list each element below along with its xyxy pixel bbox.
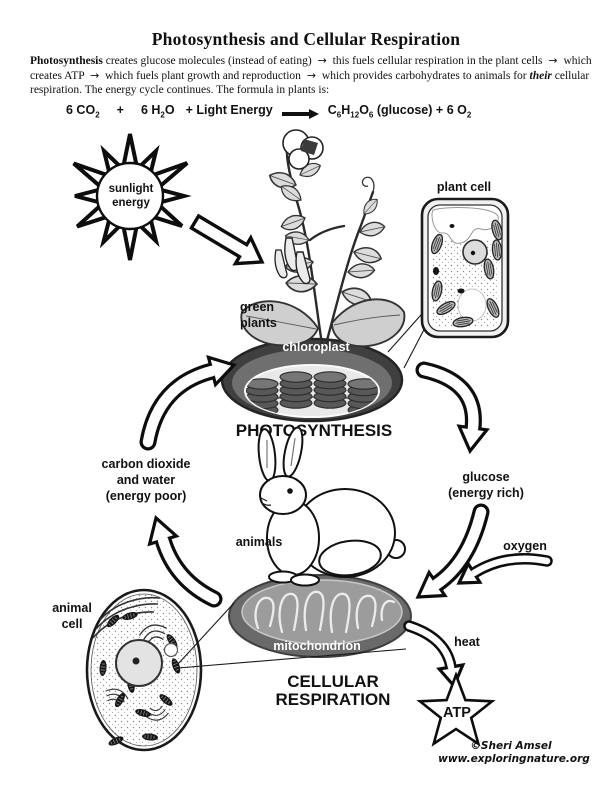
animal-cell-label-line1: animal — [52, 601, 92, 615]
glucose-word: (glucose) — [376, 103, 433, 117]
rabbit-hind-leg — [318, 539, 382, 577]
chemical-equation: 6 CO2 +6 H2O + Light Energy C6H12O6 (glucos… — [66, 103, 471, 120]
rabbit-eye — [287, 488, 293, 494]
light-energy-term: + Light Energy — [185, 103, 273, 117]
rabbit-illustration — [257, 426, 406, 587]
chloroplast-label: chloroplast — [282, 340, 350, 354]
sun-center — [95, 161, 165, 231]
cellular-respiration-label-line2: RESPIRATION — [276, 690, 391, 709]
flow-arrow: → — [317, 54, 327, 67]
animal-cell-illustration: animal cell — [52, 588, 203, 752]
carbon-dioxide-label-line2: and water — [117, 473, 175, 487]
reaction-arrow-icon — [281, 109, 319, 120]
animal-cell-label-line2: cell — [62, 617, 83, 631]
flow-arrow: → — [306, 68, 317, 82]
heat-arrow — [403, 620, 466, 689]
rabbit-head — [259, 475, 307, 515]
green-plant-illustration — [240, 129, 406, 348]
green-plants-label-line1: green — [240, 300, 274, 314]
author-credit: ©Sheri Amsel — [470, 740, 552, 752]
green-plants-label-line2: plants — [240, 316, 277, 330]
mitochondrion-label: mitochondrion — [273, 639, 361, 653]
cellular-respiration-label-line1: CELLULAR — [287, 672, 379, 691]
plant-cell-nucleus — [462, 239, 488, 265]
star-shape — [416, 671, 496, 747]
plant-cell-illustration: plant cell — [420, 180, 510, 339]
glucose-label-line2: (energy rich) — [448, 486, 524, 500]
plant-flower — [282, 129, 324, 170]
photosynthesis-label: PHOTOSYNTHESIS — [236, 421, 393, 440]
intro-seg1: creates glucose molecules (instead of ea… — [102, 55, 315, 67]
cycle-arrow-respiration-to-co2 — [147, 515, 223, 608]
page-title: Photosynthesis and Cellular Respiration — [151, 29, 461, 49]
chloroplast-illustration — [220, 337, 404, 423]
co2-term: 6 CO2 — [66, 103, 100, 120]
mitochondrion-illustration: mitochondrion — [228, 574, 412, 658]
sunlight-label-line2: energy — [112, 197, 150, 209]
intro-seg6: cellular respiration. The energy cycle c… — [30, 69, 590, 96]
rabbit-front-paw — [290, 573, 320, 587]
animals-label: animals — [236, 535, 283, 549]
intro-bold-lead: Photosynthesis — [30, 55, 103, 67]
animalcell-mitochondrion-callout-line-2 — [177, 648, 407, 669]
glucose-term: C6H12O6 — [327, 103, 374, 120]
animal-cell-nucleus — [115, 639, 163, 687]
intro-seg3: which creates ATP — [30, 55, 592, 82]
sunlight-label-line1: sunlight — [109, 183, 154, 195]
atp-star: ATP — [416, 671, 496, 747]
intro-paragraph: Photosynthesis creates glucose molecules… — [30, 54, 592, 97]
heat-label: heat — [454, 635, 481, 649]
atp-label: ATP — [443, 705, 471, 721]
website-credit: www.exploringnature.org — [438, 753, 590, 765]
plant-cell-label: plant cell — [437, 180, 491, 194]
cristae — [254, 590, 396, 634]
pea-pods — [274, 237, 311, 285]
carbon-dioxide-label-line3: (energy poor) — [106, 489, 187, 503]
cycle-arrow-glucose-to-respiration — [415, 503, 490, 599]
plus-sign: + — [116, 103, 124, 117]
flow-arrow: → — [90, 68, 100, 82]
glucose-label-line1: glucose — [462, 470, 509, 484]
grana-stacks — [246, 371, 378, 416]
intro-seg2: this fuels cellular respiration in the p… — [329, 55, 546, 67]
carbon-dioxide-label-line1: carbon dioxide — [102, 457, 191, 471]
sunlight-energy-sun-icon: sunlight energy — [72, 133, 192, 261]
membrane-folds — [92, 596, 161, 639]
sun-to-plant-arrow — [189, 213, 265, 266]
oxygen-arrow — [456, 553, 553, 585]
h2o-term: 6 H2O — [140, 103, 175, 120]
plus-sign-2: + — [435, 103, 444, 117]
intro-their: their — [529, 69, 552, 82]
intro-seg4: which fuels plant growth and reproductio… — [102, 69, 304, 82]
cycle-arrow-photosynthesis-to-glucose — [415, 361, 490, 455]
flow-arrow: → — [548, 54, 558, 67]
intro-seg5: which provides carbohydrates to animals … — [319, 69, 530, 82]
animalcell-mitochondrion-callout-line-1 — [177, 602, 235, 665]
cycle-arrow-co2-to-photosynthesis — [139, 355, 237, 451]
o2-term: 6 O2 — [446, 103, 472, 120]
oxygen-label: oxygen — [503, 539, 547, 553]
